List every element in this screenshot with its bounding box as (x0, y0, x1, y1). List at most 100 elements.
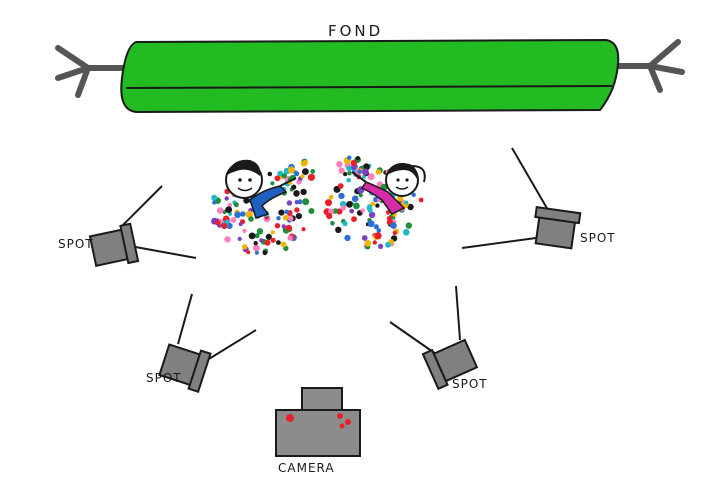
confetti-dot (274, 175, 281, 182)
confetti-dot (368, 211, 376, 219)
confetti-dot (404, 200, 409, 205)
confetti-dot (278, 209, 285, 216)
confetti-dot (259, 238, 264, 243)
confetti-dot (351, 216, 357, 223)
confetti-dot (338, 192, 345, 200)
confetti-dot (357, 169, 362, 174)
confetti-dot (270, 237, 276, 243)
confetti-dot (342, 220, 348, 227)
confetti-dot (281, 224, 286, 229)
confetti-dot (307, 173, 315, 181)
right-stand (609, 39, 685, 93)
confetti-dot (221, 222, 228, 230)
confetti-dot (325, 199, 332, 207)
confetti-dot (240, 211, 246, 217)
confetti-dot (224, 236, 231, 243)
confetti-dot (276, 216, 281, 221)
confetti-dot (224, 196, 229, 201)
confetti-dot (264, 239, 271, 246)
boy-hair (227, 159, 261, 176)
confetti-dot (364, 240, 372, 247)
confetti-dot (302, 198, 310, 206)
confetti-dot (234, 211, 241, 219)
confetti-dot (237, 236, 242, 241)
camera-led (337, 413, 343, 419)
confetti-dot (294, 171, 300, 177)
confetti-dot (238, 222, 243, 227)
confetti-dot (374, 232, 382, 240)
spot-barndoor (534, 205, 582, 225)
confetti-dot (351, 195, 359, 202)
confetti-dot (246, 250, 251, 255)
confetti-dot (215, 220, 221, 226)
confetti-dot (225, 219, 230, 224)
spot-barndoor (421, 348, 449, 391)
girl-shirt (360, 181, 406, 215)
confetti-dot (355, 156, 360, 161)
confetti-dot (274, 223, 281, 229)
spot-barndoor (187, 349, 212, 393)
confetti-dot (332, 208, 339, 214)
confetti-dot (276, 240, 281, 246)
confetti-dot (347, 170, 352, 176)
confetti-dot (310, 169, 316, 174)
confetti-dot (418, 197, 424, 203)
confetti-dot (262, 250, 268, 256)
confetti-dot (386, 215, 392, 221)
camera-led (286, 414, 294, 422)
girl-hair (386, 163, 419, 182)
confetti-dot (300, 174, 305, 179)
camera-led (339, 423, 345, 429)
confetti-dot (254, 233, 260, 239)
confetti-dot (225, 206, 233, 214)
confetti-dot (375, 169, 382, 175)
confetti-dot (362, 168, 369, 176)
confetti-dot (360, 208, 365, 213)
confetti-dot (265, 233, 272, 240)
confetti-dot (230, 217, 237, 223)
confetti-dot (390, 222, 397, 229)
confetti-dot (376, 228, 382, 233)
confetti-dot (293, 190, 300, 197)
confetti-dot (233, 202, 239, 208)
confetti-dot (287, 166, 295, 174)
confetti-dot (270, 230, 275, 235)
confetti-dot (350, 159, 357, 167)
girl-figure (351, 163, 426, 215)
confetti-dot (367, 173, 375, 181)
confetti-dot (243, 197, 250, 204)
spot-bottom-left: SPOT (146, 293, 257, 393)
confetti-dot (361, 235, 368, 241)
confetti-dot (300, 188, 307, 196)
confetti-dot (216, 207, 224, 214)
spot-label: SPOT (452, 377, 488, 391)
confetti-dot (340, 205, 347, 211)
confetti-dot (372, 240, 377, 245)
confetti-dot (245, 210, 253, 218)
spot-barndoor (119, 222, 140, 265)
confetti-dot (328, 194, 334, 200)
confetti-dot (385, 241, 391, 248)
confetti-dot (335, 226, 342, 233)
confetti-dot (370, 201, 376, 207)
confetti-dot (227, 202, 233, 208)
backdrop-fold-line (125, 85, 613, 89)
confetti-dot (346, 165, 352, 172)
confetti-dot (353, 202, 360, 210)
confetti-dot (297, 199, 303, 205)
backdrop-roll (120, 38, 620, 114)
camera-viewfinder (301, 387, 343, 413)
camera-led (345, 419, 351, 425)
confetti-dot (346, 177, 352, 183)
confetti-dot (267, 171, 273, 177)
confetti-dot (349, 208, 355, 214)
confetti-dot (358, 193, 363, 198)
confetti-dot (367, 220, 375, 228)
confetti-dot (301, 227, 306, 232)
confetti-dot (287, 235, 294, 241)
confetti-dot (336, 161, 343, 168)
confetti-dot (295, 213, 302, 220)
confetti-dot (286, 200, 293, 206)
confetti-dot (284, 209, 289, 214)
